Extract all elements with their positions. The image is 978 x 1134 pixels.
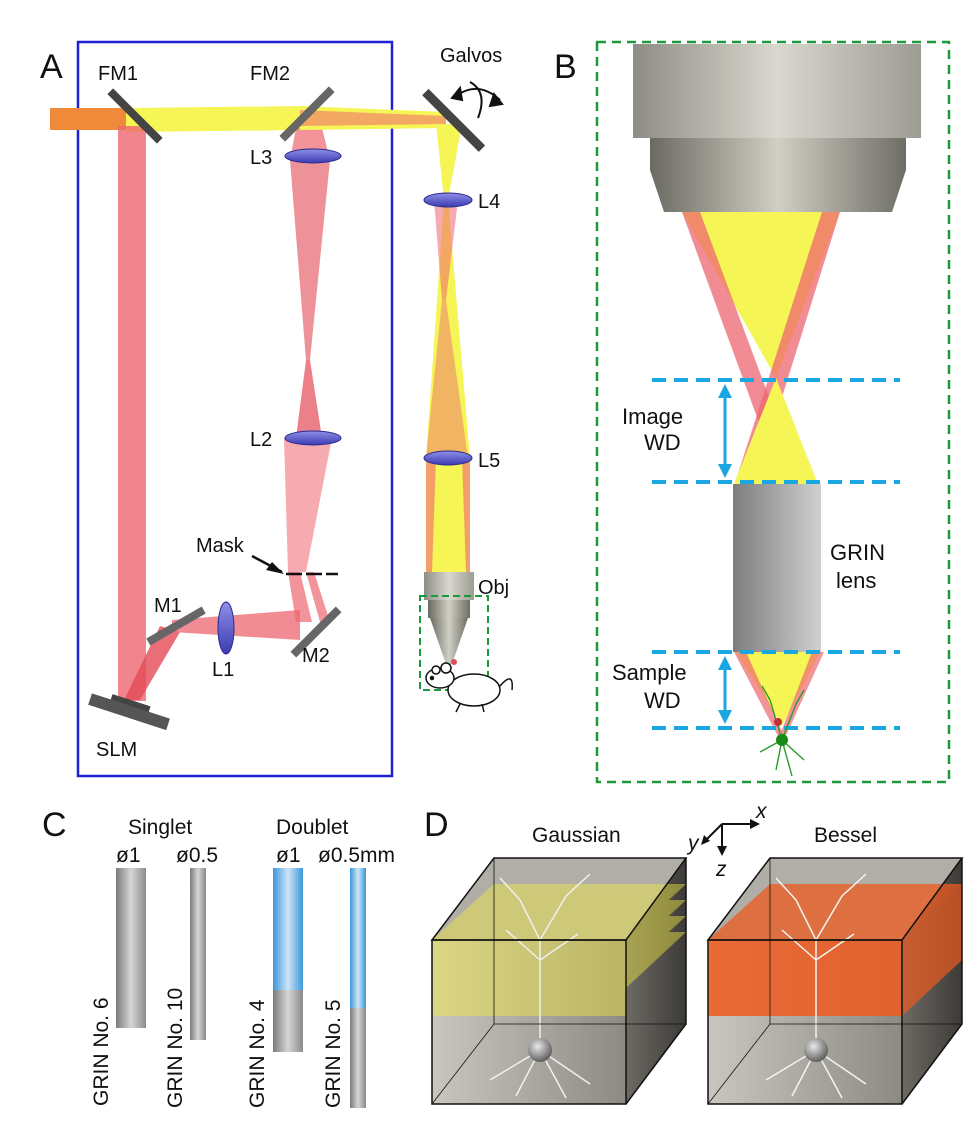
panel-c: C Singlet Doublet ø1 ø0.5 ø1 ø0.5mm GRIN… <box>42 806 395 1108</box>
lens-l1 <box>217 601 235 655</box>
label-m1: M1 <box>154 595 182 617</box>
lens-l5 <box>423 450 473 466</box>
label-gaussian: Gaussian <box>532 824 621 847</box>
label-l2: L2 <box>250 429 272 451</box>
axis-z-label: z <box>715 858 727 881</box>
label-l1: L1 <box>212 659 234 681</box>
label-grin-2: lens <box>836 568 876 593</box>
label-dia-d2: ø0.5mm <box>318 844 395 867</box>
lens-l3 <box>284 148 342 164</box>
zoom-panel-box <box>595 40 951 784</box>
label-singlet: Singlet <box>128 816 192 839</box>
wd-arrows <box>718 384 732 724</box>
panel-letter-b: B <box>554 48 577 86</box>
label-dia-s2: ø0.5 <box>176 844 218 867</box>
lens-l4 <box>423 192 473 208</box>
mirror-galvo <box>422 88 486 152</box>
label-m2: M2 <box>302 645 330 667</box>
label-grin6: GRIN No. 6 <box>90 997 113 1106</box>
label-fm1: FM1 <box>98 63 138 85</box>
label-grin5: GRIN No. 5 <box>322 999 345 1108</box>
label-l5: L5 <box>478 450 500 472</box>
mirror-m1 <box>146 606 206 646</box>
grin-lens <box>733 484 821 652</box>
label-grin-1: GRIN <box>830 540 885 565</box>
cube-gaussian <box>430 857 688 1105</box>
label-mask: Mask <box>196 535 245 557</box>
axis-y-label: y <box>686 832 700 855</box>
label-sample-wd-1: Sample <box>612 660 687 685</box>
soma-gaussian <box>528 1038 552 1062</box>
label-grin10: GRIN No. 10 <box>164 988 187 1108</box>
label-dia-s1: ø1 <box>116 844 141 867</box>
mirror-fm2 <box>279 86 335 142</box>
neuron-small <box>759 685 805 777</box>
zoom-box <box>419 595 489 691</box>
objective <box>424 572 474 664</box>
grin-rod-4-lower <box>273 990 303 1052</box>
objective-large <box>633 44 921 212</box>
label-sample-wd-2: WD <box>644 688 681 713</box>
mirror-m2 <box>290 606 342 658</box>
label-grin4: GRIN No. 4 <box>246 999 269 1108</box>
soma-bessel <box>804 1038 828 1062</box>
label-dia-d1: ø1 <box>276 844 301 867</box>
panel-letter-c: C <box>42 806 67 844</box>
setup-box <box>76 40 394 778</box>
wd-markers <box>652 378 900 730</box>
gaussian-planes <box>432 884 686 1016</box>
lens-l2 <box>284 430 342 446</box>
label-slm: SLM <box>96 739 137 761</box>
axes-indicator <box>701 819 760 856</box>
label-l3: L3 <box>250 147 272 169</box>
slm-device <box>88 693 170 731</box>
axis-x-label: x <box>755 800 768 823</box>
beam-paths <box>50 106 470 701</box>
label-image-wd-2: WD <box>644 430 681 455</box>
label-obj: Obj <box>478 577 509 599</box>
cube-bessel <box>706 857 964 1105</box>
bessel-slab <box>708 884 962 1016</box>
label-doublet: Doublet <box>276 816 349 839</box>
grin-rod-10 <box>190 868 206 1040</box>
mirror-fm1 <box>107 88 163 144</box>
label-l4: L4 <box>478 191 500 213</box>
label-fm2: FM2 <box>250 63 290 85</box>
panel-b: B <box>554 40 951 784</box>
label-galvos: Galvos <box>440 45 502 67</box>
mouse-icon <box>425 659 513 713</box>
galvo-arrows <box>450 81 504 119</box>
panel-a: A <box>40 40 513 778</box>
label-image-wd-1: Image <box>622 404 683 429</box>
panel-letter-d: D <box>424 806 449 844</box>
grin-rod-5-lower <box>350 1008 366 1108</box>
beam-cones <box>682 212 840 740</box>
grin-rod-6 <box>116 868 146 1028</box>
label-bessel: Bessel <box>814 824 877 847</box>
panel-letter-a: A <box>40 48 63 86</box>
panel-d: D Gaussian Bessel x y z <box>424 800 964 1105</box>
